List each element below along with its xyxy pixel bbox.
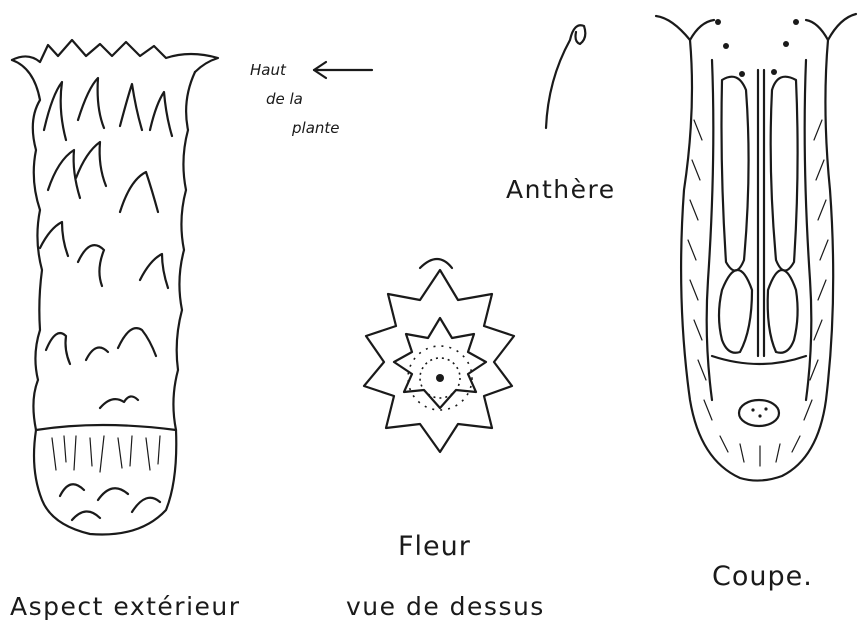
flower-label: Fleur	[398, 531, 471, 562]
exterior-aspect-drawing	[12, 40, 218, 535]
haut-label-line2: de la	[266, 90, 303, 108]
flower-center-dot	[436, 374, 444, 382]
haut-label-line3: plante	[291, 119, 340, 137]
section-drawing	[656, 14, 856, 481]
section-label: Coupe.	[712, 561, 813, 592]
top-of-plant-annotation: Haut de la plante	[250, 61, 372, 137]
arrow-left-icon	[314, 62, 372, 78]
flower-top-view-drawing	[364, 259, 514, 452]
anther-label: Anthère	[506, 175, 616, 204]
exterior-aspect-label: Aspect extérieur	[10, 592, 241, 621]
flower-subtitle: vue de dessus	[346, 592, 545, 621]
anther-drawing	[546, 25, 585, 128]
haut-label-line1: Haut	[250, 61, 287, 79]
